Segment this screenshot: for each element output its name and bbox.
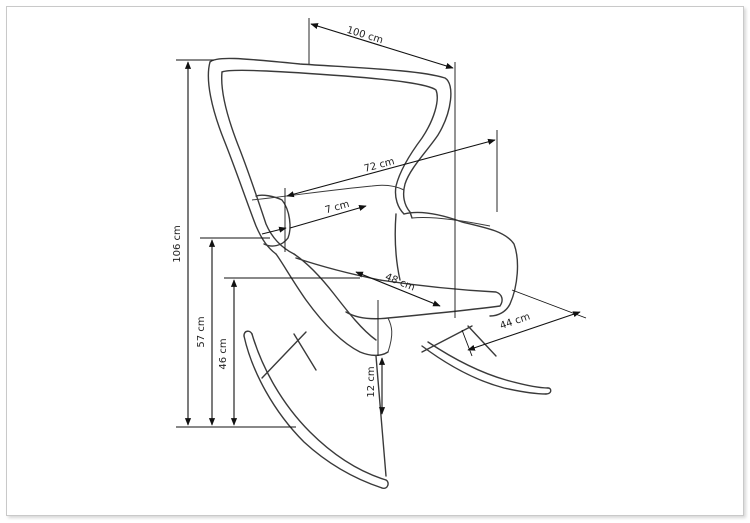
chair-back-bottom — [251, 184, 405, 201]
label-106: 106 cm — [172, 225, 183, 263]
chair-leg-front-left — [261, 331, 307, 379]
dimension-lines — [184, 23, 587, 426]
label-12: 12 cm — [366, 366, 377, 397]
dim-line-72 — [286, 138, 496, 198]
rocker-right — [421, 345, 547, 395]
rocker-left — [243, 335, 383, 489]
label-57: 57 cm — [196, 316, 207, 347]
rocker-right-inner — [427, 341, 549, 389]
diagram-frame — [6, 6, 744, 516]
chair-left-edge — [207, 61, 277, 255]
chair-left-wing — [255, 194, 291, 247]
rocker-left-end — [243, 330, 389, 490]
chair-seat — [295, 257, 503, 320]
chair-right-arm-back — [411, 217, 491, 227]
chair-right-arm-inner — [394, 213, 401, 281]
dim-line-7 — [289, 204, 367, 229]
label-44: 44 cm — [499, 311, 532, 332]
chair-leg-rear — [467, 325, 497, 357]
chair-leg-front-left-2 — [293, 333, 317, 371]
chair-front-arm-inner — [293, 253, 377, 341]
chair-seat-front — [387, 317, 393, 353]
extension-lines — [176, 18, 498, 428]
label-46: 46 cm — [218, 338, 229, 369]
chair-leg-rear-2 — [421, 325, 473, 353]
chair-back-inner — [221, 69, 438, 215]
chair-back-outer — [209, 57, 452, 219]
chair-drawing — [207, 57, 552, 490]
label-7: 7 cm — [324, 199, 351, 216]
chair-front-arm — [275, 253, 389, 357]
chair-leg-front-right — [375, 355, 387, 477]
rocker-right-end — [545, 387, 552, 395]
dim-line-44 — [467, 311, 581, 351]
chair-right-arm — [403, 211, 519, 317]
dim-line-100 — [310, 23, 454, 69]
dim-line-7-stub — [261, 226, 287, 235]
label-100: 100 cm — [345, 25, 384, 46]
rocker-left-inner — [251, 333, 387, 481]
chair-left-inner-edge — [220, 71, 295, 255]
label-72: 72 cm — [363, 156, 396, 175]
dim-line-48 — [355, 271, 441, 307]
dimension-labels: 100 cm 72 cm 7 cm 48 cm 44 cm 106 cm 57 … — [172, 25, 532, 398]
